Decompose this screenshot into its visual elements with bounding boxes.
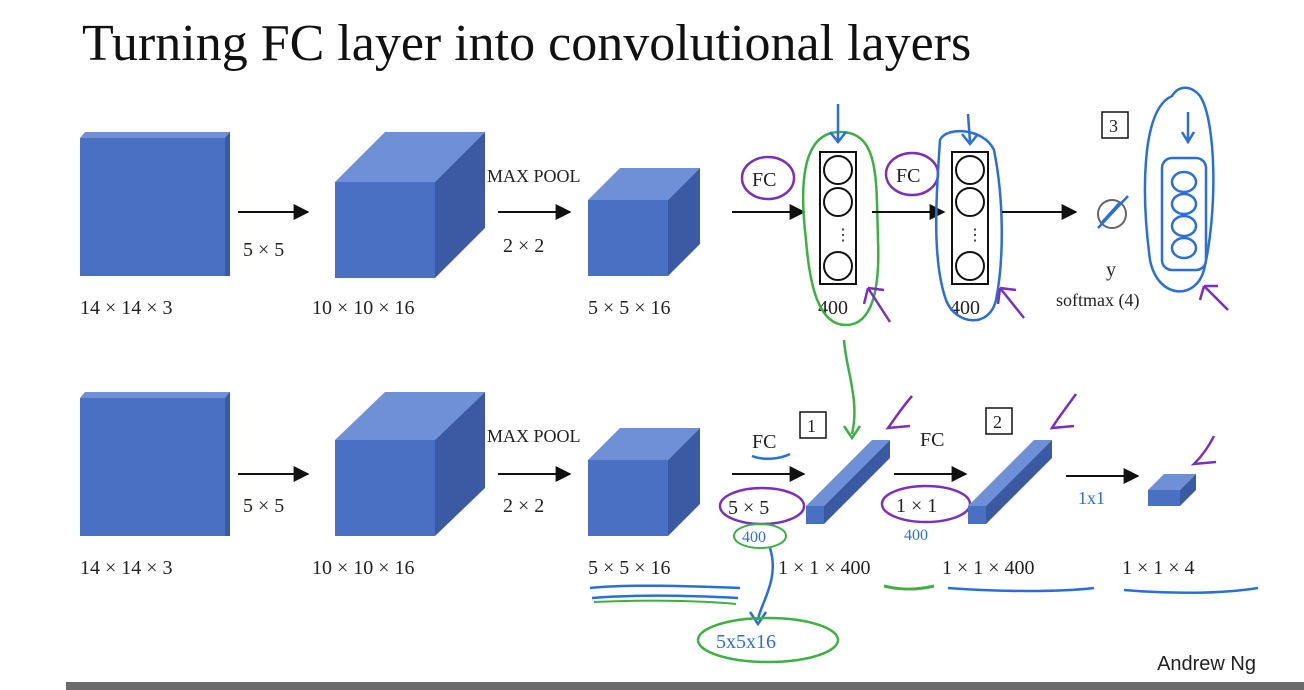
row1-output-label: softmax (4) bbox=[1056, 290, 1139, 311]
row1-fc2-up-arrow bbox=[996, 286, 1025, 319]
fc-to-conv-connector bbox=[842, 339, 862, 441]
row1-fc2-highlight bbox=[934, 129, 1004, 322]
row2-fc1-dims: 1 × 1 × 400 bbox=[778, 557, 871, 579]
row1-fc1-up-arrow bbox=[862, 286, 892, 323]
row2-fc2-dims-underline bbox=[947, 586, 1095, 593]
row2-out-dims-underline bbox=[1123, 586, 1259, 595]
row1-output-y: y bbox=[1106, 259, 1116, 281]
author-signature: Andrew Ng bbox=[1157, 653, 1256, 675]
row2-fc1-check bbox=[885, 395, 913, 430]
row1-pool-size: 2 × 2 bbox=[503, 235, 544, 257]
row2-conv-dims: 10 × 10 × 16 bbox=[312, 557, 415, 579]
row2-out-block bbox=[1148, 474, 1196, 506]
row2-fc1-label: FC bbox=[752, 431, 776, 453]
row2-out-check bbox=[1190, 435, 1217, 466]
row2-input-block bbox=[80, 392, 230, 536]
row2-fc2-label: FC bbox=[920, 429, 944, 451]
row1-fc1-neurons: ⋮ bbox=[819, 151, 857, 285]
row2-step-2: 2 bbox=[985, 407, 1013, 435]
row1-fc1-highlight bbox=[801, 130, 880, 327]
row1-conv-dims: 10 × 10 × 16 bbox=[312, 297, 415, 319]
row1-pool-dims: 5 × 5 × 16 bbox=[588, 297, 671, 319]
row2-fc3-filter: 1x1 bbox=[1078, 488, 1105, 508]
row2-fc1-note: 400 bbox=[742, 529, 766, 546]
footer-bar bbox=[66, 682, 1304, 690]
row2-fc2-filter: 1 × 1 bbox=[896, 495, 937, 517]
row2-pool-dims-underline bbox=[589, 584, 741, 600]
row2-step-1: 1 bbox=[799, 411, 827, 439]
row2-conv-block bbox=[335, 392, 485, 536]
row1-conv-block bbox=[335, 132, 485, 278]
row1-fc2-down-arrow bbox=[961, 113, 979, 147]
svg-text:⋮: ⋮ bbox=[967, 227, 983, 244]
row2-fc2-block bbox=[968, 440, 1052, 524]
row1-step-3-number: 3 bbox=[1109, 116, 1118, 136]
row1-conv-filter: 5 × 5 bbox=[243, 239, 284, 261]
row2-input-dims: 14 × 14 × 3 bbox=[80, 557, 173, 579]
row2-fc2-note: 400 bbox=[904, 527, 928, 544]
row2-step-2-number: 2 bbox=[993, 412, 1002, 432]
row2-fc1-dims-underline bbox=[883, 584, 935, 591]
row1-fc1-units: 400 bbox=[818, 297, 848, 319]
row1-fc1-label: FC bbox=[752, 169, 776, 191]
row1-input-block bbox=[80, 132, 230, 276]
row2-pool-size: 2 × 2 bbox=[503, 495, 544, 517]
row2-fc1-note-circle bbox=[733, 523, 787, 549]
row1-fc1-label-circle bbox=[740, 155, 796, 201]
row1-fc2-units: 400 bbox=[950, 297, 980, 319]
slide-title: Turning FC layer into convolutional laye… bbox=[82, 15, 972, 72]
row2-fc2-check bbox=[1049, 393, 1078, 430]
row1-pool-block bbox=[588, 168, 700, 276]
svg-text:⋮: ⋮ bbox=[835, 227, 851, 244]
row1-output-node bbox=[1097, 195, 1129, 229]
row2-filter-shape-circle bbox=[696, 616, 840, 664]
row2-out-dims: 1 × 1 × 4 bbox=[1122, 557, 1195, 579]
row2-fc1-note-arrow bbox=[748, 547, 774, 627]
row2-step-1-number: 1 bbox=[807, 416, 816, 436]
row2-pool-label: MAX POOL bbox=[487, 426, 581, 446]
row1-softmax-sketch bbox=[1143, 86, 1229, 311]
row2-pool-dims: 5 × 5 × 16 bbox=[588, 557, 671, 579]
row2-pool-block bbox=[588, 428, 700, 536]
row2-conv-filter: 5 × 5 bbox=[243, 495, 284, 517]
row2-fc2-dims: 1 × 1 × 400 bbox=[942, 557, 1035, 579]
row2-fc1-label-underline bbox=[751, 452, 791, 460]
row1-fc2-neurons: ⋮ bbox=[951, 151, 989, 285]
row2-fc1-block bbox=[806, 440, 890, 524]
row1-input-dims: 14 × 14 × 3 bbox=[80, 297, 173, 319]
row1-fc1-down-arrow bbox=[829, 104, 847, 145]
row1-step-3: 3 bbox=[1101, 111, 1129, 139]
row2-fc1-filter: 5 × 5 bbox=[728, 497, 769, 519]
row1-pool-label: MAX POOL bbox=[487, 166, 581, 186]
row2-filter-shape-note: 5x5x16 bbox=[716, 631, 776, 653]
row2-pool-dims-underline-2 bbox=[593, 599, 737, 605]
row1-fc2-label: FC bbox=[896, 165, 920, 187]
